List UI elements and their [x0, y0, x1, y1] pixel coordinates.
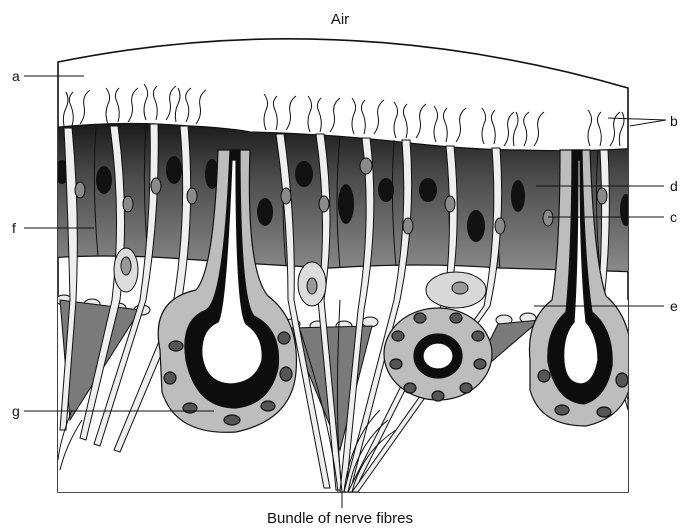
gland-cross-section	[384, 308, 492, 401]
label-e: e	[670, 298, 678, 314]
nerve-bundle-label: Bundle of nerve fibres	[267, 510, 413, 527]
air-label: Air	[331, 11, 349, 28]
label-d: d	[670, 178, 678, 194]
label-c: c	[670, 209, 677, 225]
label-a: a	[12, 68, 20, 84]
label-b: b	[670, 113, 678, 129]
label-f: f	[12, 220, 16, 236]
label-g: g	[12, 403, 20, 419]
